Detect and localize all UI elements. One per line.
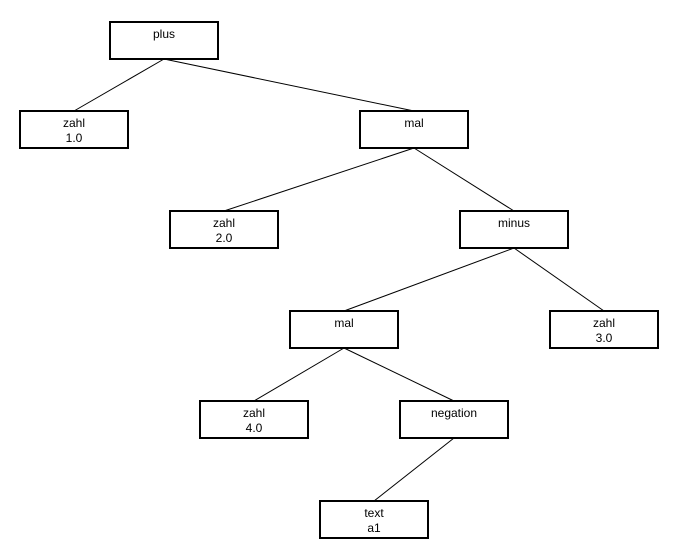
node-box	[199, 400, 309, 439]
tree-node-mal_1: mal	[359, 110, 469, 149]
node-label: zahl	[213, 216, 235, 230]
node-value: 1.0	[66, 131, 83, 145]
edge-mal_1-to-zahl_2	[223, 147, 415, 212]
tree-node-mal_2: mal	[289, 310, 399, 349]
edge-plus-to-zahl_1	[73, 58, 165, 112]
node-value: 2.0	[216, 231, 233, 245]
node-box	[109, 21, 219, 60]
tree-edges	[73, 58, 605, 502]
node-box	[319, 500, 429, 539]
node-value: a1	[367, 521, 381, 535]
node-box	[399, 400, 509, 439]
node-label: minus	[498, 216, 530, 230]
edge-minus-to-mal_2	[343, 247, 515, 312]
node-label: mal	[404, 116, 423, 130]
edge-mal_2-to-zahl_4	[253, 347, 345, 402]
node-label: text	[364, 506, 384, 520]
node-value: 3.0	[596, 331, 613, 345]
node-label: zahl	[243, 406, 265, 420]
tree-node-minus: minus	[459, 210, 569, 249]
node-label: negation	[431, 406, 477, 420]
node-value: 4.0	[246, 421, 263, 435]
edge-minus-to-zahl_3	[513, 247, 605, 312]
node-box	[359, 110, 469, 149]
node-box	[169, 210, 279, 249]
node-box	[19, 110, 129, 149]
edge-mal_2-to-negation	[343, 347, 455, 402]
node-label: plus	[153, 27, 175, 41]
node-label: zahl	[63, 116, 85, 130]
node-label: zahl	[593, 316, 615, 330]
edge-plus-to-mal_1	[163, 58, 415, 112]
tree-node-negation: negation	[399, 400, 509, 439]
node-box	[459, 210, 569, 249]
node-box	[289, 310, 399, 349]
node-box	[549, 310, 659, 349]
node-label: mal	[334, 316, 353, 330]
edge-mal_1-to-minus	[413, 147, 515, 212]
tree-node-plus: plus	[109, 21, 219, 60]
edge-negation-to-text_a1	[373, 437, 455, 502]
